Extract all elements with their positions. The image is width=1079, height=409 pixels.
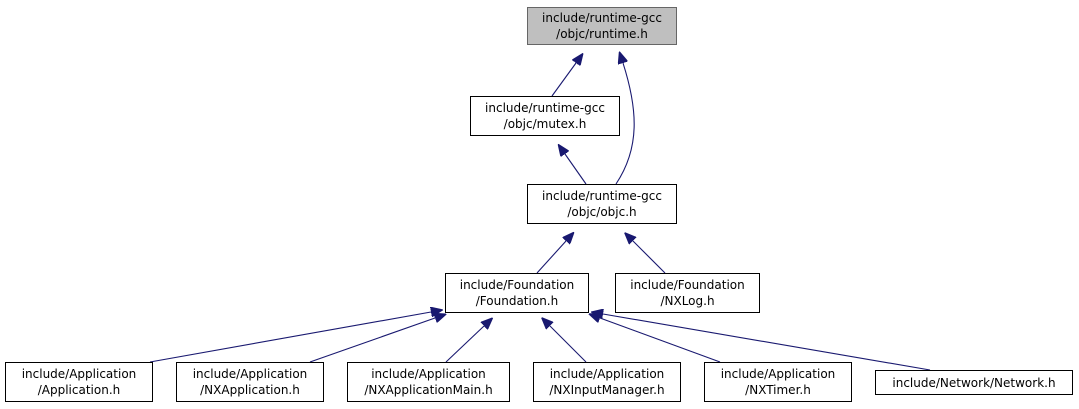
node-nxapplication-h-line2: /NXApplication.h bbox=[200, 383, 300, 397]
node-nxtimer-h-line2: /NXTimer.h bbox=[745, 383, 811, 397]
node-objc-h-line1: include/runtime-gcc bbox=[542, 189, 662, 203]
edge-objc-to-runtime bbox=[615, 63, 635, 185]
edge-nxapplicationmain-to-foundation bbox=[445, 326, 484, 363]
node-network-h-line1: include/Network/Network.h bbox=[892, 375, 1056, 390]
node-nxinputmanager-h-line2: /NXInputManager.h bbox=[549, 383, 665, 397]
node-runtime-h: include/runtime-gcc /objc/runtime.h bbox=[527, 7, 677, 45]
node-mutex-h-line2: /objc/mutex.h bbox=[503, 117, 587, 131]
node-nxtimer-h[interactable]: include/Application /NXTimer.h bbox=[704, 362, 852, 402]
edge-nxlog-to-objc bbox=[633, 241, 666, 274]
node-application-h-line2: /Application.h bbox=[37, 383, 121, 397]
node-foundation-h-line1: include/Foundation bbox=[459, 278, 575, 292]
node-nxinputmanager-h[interactable]: include/Application /NXInputManager.h bbox=[533, 362, 681, 402]
node-nxapplicationmain-h-line2: /NXApplicationMain.h bbox=[364, 383, 493, 397]
edge-network-to-foundation bbox=[603, 314, 931, 371]
node-objc-h-line2: /objc/objc.h bbox=[567, 205, 637, 219]
node-nxinputmanager-h-line1: include/Application bbox=[549, 367, 665, 381]
node-runtime-h-line1: include/runtime-gcc bbox=[542, 11, 662, 25]
edge-nxapplication-to-foundation bbox=[309, 318, 435, 363]
edge-nxtimer-to-foundation bbox=[600, 318, 721, 363]
node-nxtimer-h-line1: include/Application bbox=[720, 367, 836, 381]
node-nxapplication-h[interactable]: include/Application /NXApplication.h bbox=[176, 362, 324, 402]
node-mutex-h[interactable]: include/runtime-gcc /objc/mutex.h bbox=[470, 96, 620, 136]
edge-mutex-to-runtime bbox=[551, 63, 576, 97]
node-application-h[interactable]: include/Application /Application.h bbox=[5, 362, 153, 402]
node-foundation-h-line2: /Foundation.h bbox=[475, 294, 559, 308]
node-nxlog-h-line2: /NXLog.h bbox=[660, 294, 715, 308]
node-application-h-line1: include/Application bbox=[21, 367, 137, 381]
node-network-h[interactable]: include/Network/Network.h bbox=[875, 370, 1073, 395]
node-nxapplicationmain-h[interactable]: include/Application /NXApplicationMain.h bbox=[347, 362, 510, 402]
node-nxapplicationmain-h-line1: include/Application bbox=[371, 367, 486, 381]
node-objc-h[interactable]: include/runtime-gcc /objc/objc.h bbox=[527, 184, 677, 224]
node-nxlog-h-line1: include/Foundation bbox=[630, 278, 745, 292]
node-foundation-h[interactable]: include/Foundation /Foundation.h bbox=[445, 273, 589, 313]
node-nxlog-h[interactable]: include/Foundation /NXLog.h bbox=[615, 273, 760, 313]
edge-foundation-to-objc bbox=[536, 241, 566, 274]
node-runtime-h-line2: /objc/runtime.h bbox=[556, 27, 648, 41]
edge-nxinputmanager-to-foundation bbox=[550, 326, 587, 363]
edge-objc-to-mutex bbox=[565, 154, 587, 185]
node-nxapplication-h-line1: include/Application bbox=[192, 367, 308, 381]
node-mutex-h-line1: include/runtime-gcc bbox=[485, 101, 605, 115]
edge-application-to-foundation bbox=[149, 312, 431, 363]
